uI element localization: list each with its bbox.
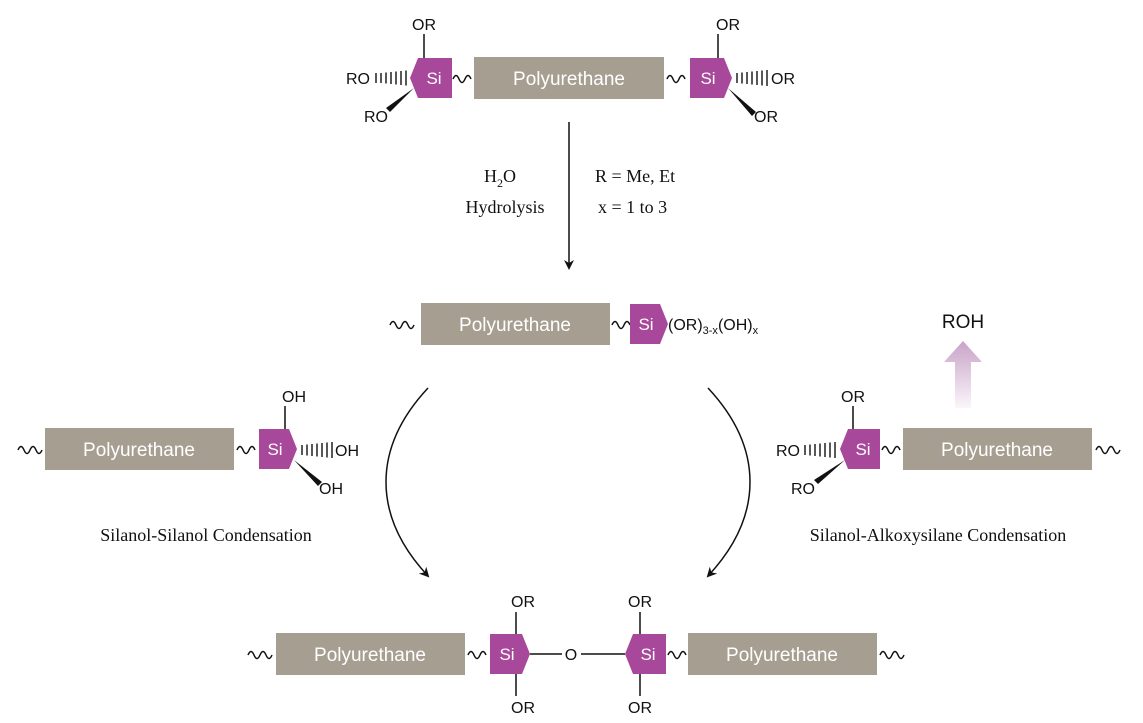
si-label: Si [499,645,514,664]
silanol-alkoxysilane-condensation-label: Silanol-Alkoxysilane Condensation [810,525,1066,545]
or-label: OR [628,594,652,611]
silicon-atom [690,58,732,98]
oh-label: OH [335,443,359,460]
or-label: OR [412,17,436,34]
hashed-wedge-bond [804,442,836,458]
ro-label: RO [346,71,370,88]
or-label: OR [771,71,795,88]
left-condensation-arrow [385,387,430,578]
roh-release-arrow [944,341,982,408]
wavy-bond [881,445,901,455]
hashed-wedge-bond [301,442,333,458]
polyurethane-label: Polyurethane [513,69,625,90]
solid-wedge-bond [814,460,845,484]
silanol-intermediate: Polyurethane Si (OR)3-x(OH)x [389,303,759,345]
silicon-atom [840,429,880,469]
starting-silane-terminated-polyurethane: Si OR RO RO Polyurethane Si OR OR OR [346,17,795,126]
oxygen-label: O [565,647,577,664]
si-label: Si [640,645,655,664]
hashed-wedge-bond [736,70,768,86]
condition-x: x = 1 to 3 [598,197,667,217]
wavy-bond [879,650,905,660]
silanol-silanol-condensation-label: Silanol-Silanol Condensation [100,525,312,545]
right-condensation-arrow [706,387,751,578]
si-label: Si [700,69,715,88]
hashed-wedge-bond [375,70,407,86]
si-label: Si [855,440,870,459]
or-label: OR [716,17,740,34]
wavy-bond [667,650,687,660]
silanol-terminated-polyurethane: Polyurethane Si OH OH OH [17,389,359,498]
condition-r: R = Me, Et [595,166,675,186]
ro-label: RO [776,443,800,460]
polyurethane-block [903,428,1092,470]
hydrolysis-label: Hydrolysis [465,197,544,217]
ro-label: RO [364,109,388,126]
polyurethane-block [45,428,234,470]
substituent-formula: (OR)3-x(OH)x [668,317,759,337]
or-label: OR [754,109,778,126]
roh-label: ROH [942,312,984,333]
wavy-bond [1095,445,1121,455]
siloxane-crosslinked-product: Polyurethane Si OR OR O Si OR OR Polyure… [247,594,905,717]
silicon-atom [490,634,530,674]
polyurethane-label: Polyurethane [314,645,426,666]
solid-wedge-bond [728,88,756,116]
wavy-bond [389,320,415,330]
or-label: OR [511,700,535,717]
polyurethane-block [421,303,610,345]
wavy-bond [236,445,256,455]
oh-label: OH [319,481,343,498]
wavy-bond [611,320,631,330]
or-label: OR [628,700,652,717]
polyurethane-label: Polyurethane [726,645,838,666]
wavy-bond [247,650,273,660]
silicon-atom [259,429,297,469]
silicon-atom [410,58,452,98]
polyurethane-label: Polyurethane [83,440,195,461]
or-label: OR [511,594,535,611]
polyurethane-block [688,633,877,675]
solid-wedge-bond [294,460,322,486]
polyurethane-label: Polyurethane [459,315,571,336]
polyurethane-block [276,633,465,675]
ro-label: RO [791,481,815,498]
polyurethane-block [474,57,664,99]
silicon-atom [630,304,668,344]
oh-label: OH [282,389,306,406]
wavy-bond [452,74,472,84]
reagent-water: H2O [484,166,516,190]
polyurethane-label: Polyurethane [941,440,1053,461]
si-label: Si [638,315,653,334]
or-label: OR [841,389,865,406]
wavy-bond [17,445,43,455]
alkoxysilane-terminated-polyurethane: Si OR RO RO Polyurethane [776,389,1121,498]
wavy-bond [467,650,487,660]
wavy-bond [666,74,686,84]
solid-wedge-bond [386,88,414,112]
si-label: Si [426,69,441,88]
silicon-atom [625,634,666,674]
si-label: Si [267,440,282,459]
